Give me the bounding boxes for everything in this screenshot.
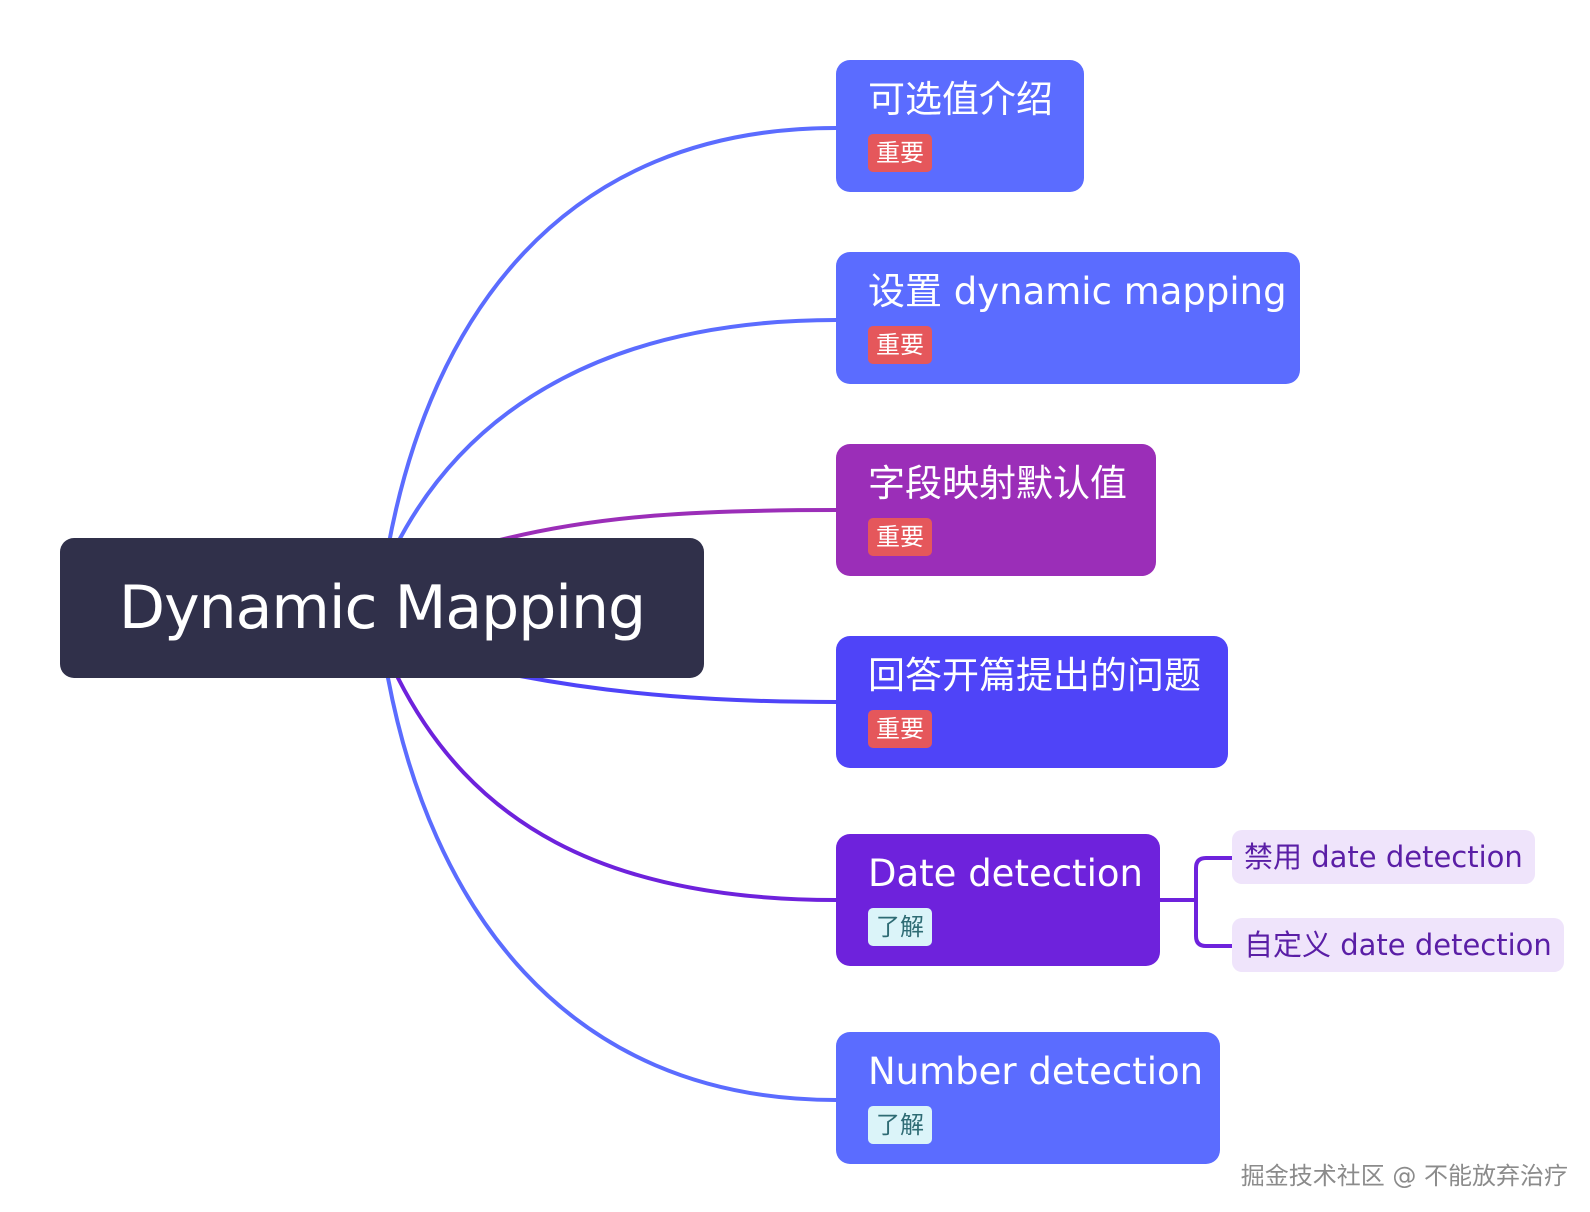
branch-topic-title: 回答开篇提出的问题 <box>868 654 1201 697</box>
tag-understand: 了解 <box>868 908 932 946</box>
tag-important: 重要 <box>868 134 932 172</box>
branch-topic-set-dynamic-mapping[interactable]: 设置 dynamic mapping 重要 <box>836 252 1300 384</box>
branch-topic-title: 字段映射默认值 <box>868 462 1127 505</box>
connector-branch-2 <box>393 318 838 550</box>
connector-branch-5 <box>396 676 838 902</box>
root-topic[interactable]: Dynamic Mapping <box>60 538 704 678</box>
connector-sub-1 <box>1158 856 1234 902</box>
tag-understand: 了解 <box>868 1106 932 1144</box>
connector-sub-2 <box>1194 898 1234 948</box>
connector-branch-6 <box>386 676 838 1102</box>
subtopic-custom-date-detection[interactable]: 自定义 date detection <box>1232 918 1564 972</box>
connector-branch-3 <box>498 508 838 542</box>
connector-branch-1 <box>386 126 838 550</box>
branch-topic-field-mapping-defaults[interactable]: 字段映射默认值 重要 <box>836 444 1156 576</box>
watermark: 掘金技术社区 @ 不能放弃治疗 <box>1240 1162 1568 1190</box>
tag-important: 重要 <box>868 710 932 748</box>
branch-topic-title: 设置 dynamic mapping <box>868 270 1287 313</box>
branch-topic-title: Number detection <box>868 1050 1204 1093</box>
root-topic-title: Dynamic Mapping <box>118 573 646 643</box>
branch-topic-answer-questions[interactable]: 回答开篇提出的问题 重要 <box>836 636 1228 768</box>
branch-topic-title: Date detection <box>868 852 1143 895</box>
branch-topic-title: 可选值介绍 <box>868 78 1053 121</box>
subtopic-disable-date-detection[interactable]: 禁用 date detection <box>1232 830 1535 884</box>
branch-topic-optional-values[interactable]: 可选值介绍 重要 <box>836 60 1084 192</box>
connector-branch-4 <box>518 674 838 704</box>
tag-important: 重要 <box>868 326 932 364</box>
tag-important: 重要 <box>868 518 932 556</box>
branch-topic-date-detection[interactable]: Date detection 了解 <box>836 834 1160 966</box>
branch-topic-number-detection[interactable]: Number detection 了解 <box>836 1032 1220 1164</box>
